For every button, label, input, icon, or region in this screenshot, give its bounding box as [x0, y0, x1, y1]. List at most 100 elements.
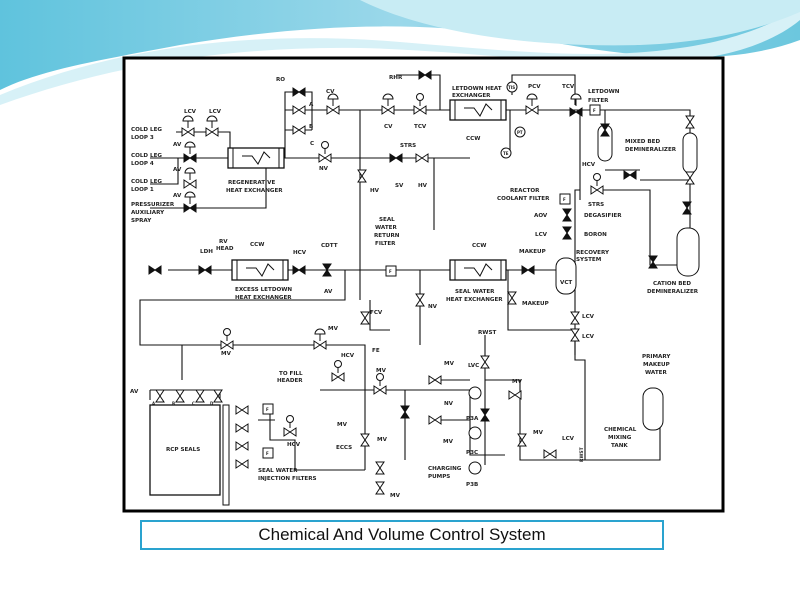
label: MV — [221, 351, 232, 357]
label: COLD LEG — [131, 153, 162, 159]
label: ECCS — [336, 445, 352, 451]
letdown-filter — [589, 104, 601, 116]
label: HEAT EXCHANGER — [226, 188, 283, 194]
label: MV — [390, 493, 401, 499]
label: C — [192, 401, 195, 406]
pump-p3a — [468, 386, 482, 400]
pump-p3c — [468, 426, 482, 440]
label: F — [266, 451, 269, 456]
label: DEGASIFIER — [584, 213, 622, 219]
label: MV — [512, 379, 523, 385]
chemical-mixing-tank — [642, 387, 664, 431]
label: WATER — [645, 370, 667, 376]
label: TIS — [508, 85, 515, 90]
label: AOV — [534, 213, 548, 219]
seal-water-heat-exchanger — [449, 259, 507, 281]
label: AUXILIARY — [131, 210, 165, 216]
label: INJECTION FILTERS — [258, 476, 317, 482]
pump-p3b — [468, 461, 482, 475]
label: MV — [328, 326, 339, 332]
swoosh-light — [360, 0, 800, 46]
label: EXCHANGER — [452, 93, 491, 99]
label: TO FILL — [279, 371, 303, 377]
label: LOOP 4 — [131, 161, 154, 167]
labels: COLD LEG LOOP 3 COLD LEG LOOP 4 COLD LEG… — [130, 75, 699, 499]
label: SEAL WATER — [455, 289, 495, 295]
slide-caption: Chemical And Volume Control System — [140, 520, 664, 550]
label: DEMINERALIZER — [625, 147, 677, 153]
seal-injection-filter-1 — [262, 403, 274, 415]
label: A — [309, 102, 314, 108]
label: SV — [395, 183, 404, 189]
label: RETURN — [374, 233, 400, 239]
label: REACTOR — [510, 188, 540, 194]
label: COLD LEG — [131, 127, 162, 133]
label: STRS — [400, 143, 416, 149]
label: LCV — [562, 436, 575, 442]
label: LOOP 1 — [131, 187, 154, 193]
label: NV — [444, 401, 454, 407]
label: RCP SEALS — [166, 447, 200, 453]
label: RV — [219, 239, 228, 245]
label: AV — [173, 193, 182, 199]
label: MAKEUP — [519, 249, 546, 255]
label: AV — [173, 167, 182, 173]
label: TANK — [611, 443, 628, 449]
label: HEADER — [277, 378, 303, 384]
label: F — [266, 407, 269, 412]
label: LCV — [582, 334, 595, 340]
label: HCV — [287, 442, 301, 448]
label: SEAL — [379, 217, 395, 223]
label: CHEMICAL — [604, 427, 637, 433]
te-instrument — [500, 147, 512, 159]
label: EXCESS LETDOWN — [235, 287, 292, 293]
label: CCW — [250, 242, 264, 248]
label: REGENERATIVE — [228, 180, 275, 186]
label: HCV — [293, 250, 307, 256]
vct-tank — [555, 257, 577, 295]
label: DEMINERALIZER — [647, 289, 699, 295]
label: STRS — [588, 202, 604, 208]
seal-injection-filter-2 — [262, 447, 274, 459]
label: RHR — [389, 75, 403, 81]
label: CATION BED — [653, 281, 691, 287]
label: HEAT EXCHANGER — [446, 297, 503, 303]
regenerative-heat-exchanger — [227, 147, 285, 169]
label: B — [172, 401, 175, 406]
label: CCW — [466, 136, 480, 142]
label: AV — [324, 289, 333, 295]
label: NV — [319, 166, 329, 172]
label: COLD LEG — [131, 179, 162, 185]
label: CV — [326, 89, 335, 95]
cation-bed-demineralizer-tank — [676, 227, 700, 277]
label: LCV — [535, 232, 548, 238]
label: MV — [376, 368, 387, 374]
label: BORON — [584, 232, 607, 238]
label: A — [152, 401, 156, 406]
seal-injection-manifold — [222, 404, 230, 506]
label: CDTT — [321, 243, 338, 249]
label: TCV — [562, 84, 575, 90]
label: PUMPS — [428, 474, 450, 480]
label: B — [309, 124, 313, 130]
label: LOOP 3 — [131, 135, 154, 141]
label: F — [563, 197, 566, 202]
label: MV — [377, 437, 388, 443]
label: LCV — [184, 109, 197, 115]
label: D — [210, 401, 214, 406]
label: HCV — [341, 353, 355, 359]
label: CV — [384, 124, 393, 130]
label: FE — [372, 348, 380, 354]
label: LCV — [582, 314, 595, 320]
label: CCW — [472, 243, 486, 249]
label: SYSTEM — [576, 257, 602, 263]
label: MAKEUP — [643, 362, 670, 368]
label: RWST — [478, 330, 497, 336]
label: MIXED BED — [625, 139, 660, 145]
label: F — [593, 108, 596, 113]
label: PRIMARY — [642, 354, 671, 360]
label: WATER — [375, 225, 397, 231]
label: HEAT EXCHANGER — [235, 295, 292, 301]
label: PCV — [528, 84, 541, 90]
label: MAKEUP — [522, 301, 549, 307]
